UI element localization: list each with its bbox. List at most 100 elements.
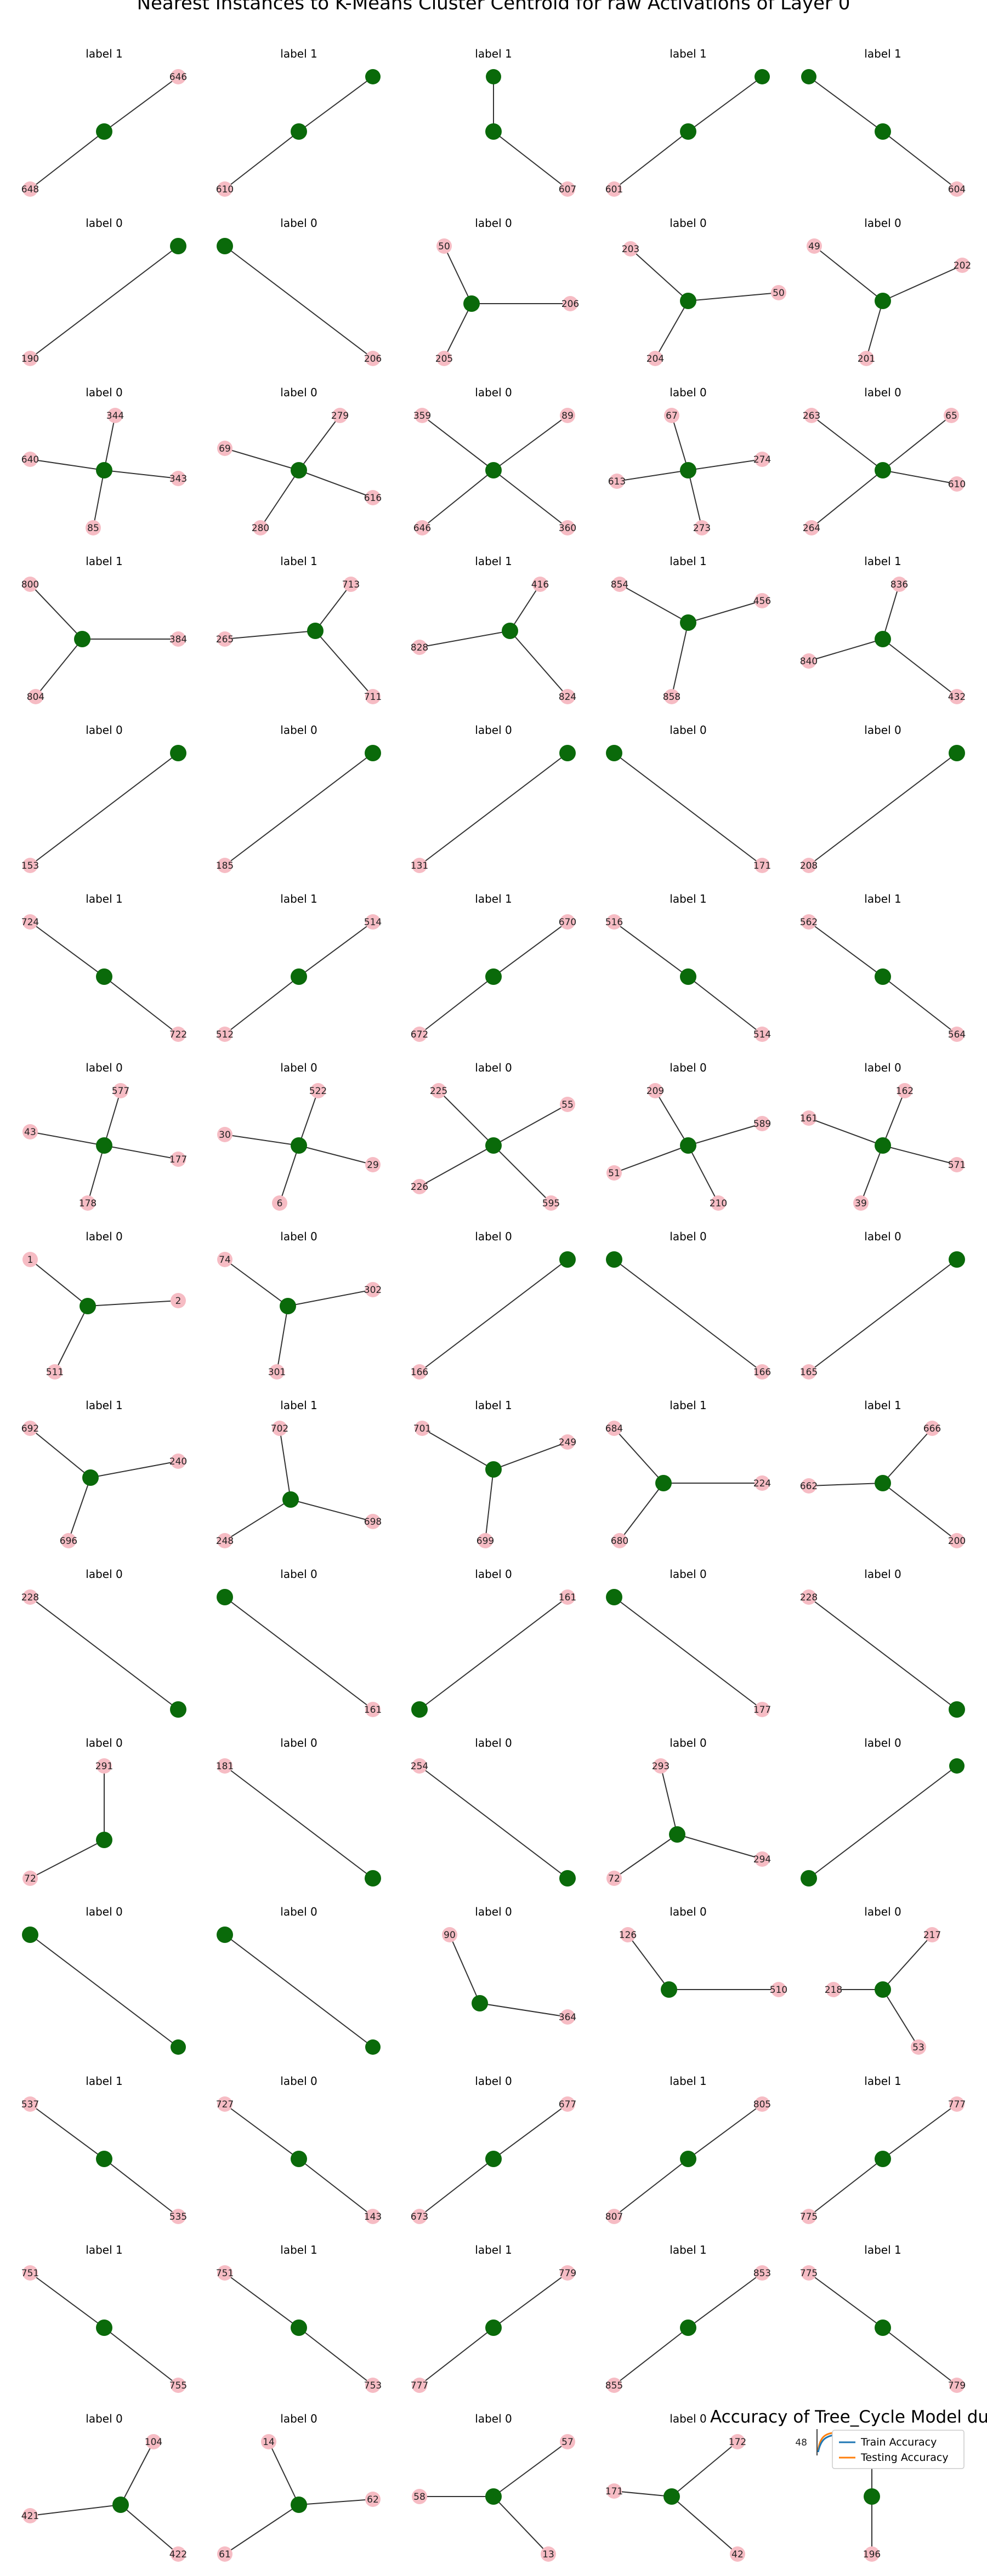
leaf-node — [560, 2096, 575, 2112]
panel-label: label 0 — [475, 216, 512, 230]
center-node — [170, 745, 186, 761]
node-label: 535 — [169, 2212, 187, 2222]
node-label: 177 — [753, 1705, 771, 1716]
node-label: 43 — [24, 1127, 36, 1138]
panel-label: label 1 — [280, 2243, 317, 2256]
leaf-node — [365, 1282, 381, 1297]
panel-label: label 1 — [86, 555, 122, 568]
node-label: 422 — [169, 2549, 187, 2560]
center-node — [96, 1137, 112, 1154]
node-label: 775 — [800, 2212, 818, 2222]
panel-label: label 1 — [86, 2075, 122, 2088]
leaf-node — [560, 1434, 575, 1450]
leaf-node — [949, 1157, 965, 1172]
leaf-node — [22, 2096, 38, 2112]
node-label: 153 — [21, 860, 39, 871]
node-label: 74 — [219, 1255, 231, 1266]
leaf-node — [365, 2492, 381, 2507]
graph-edge — [68, 1477, 91, 1541]
panel-label: label 0 — [864, 1230, 901, 1243]
leaf-node — [478, 1533, 493, 1548]
legend-label: Train Accuracy — [860, 2436, 937, 2448]
panel-label: label 0 — [670, 1230, 706, 1243]
graph-edge — [224, 1499, 291, 1541]
graph-edge — [688, 76, 763, 132]
graph-edge — [268, 2441, 299, 2505]
leaf-node — [412, 2489, 427, 2504]
graph-edge — [419, 630, 510, 648]
panel-label: label 0 — [475, 723, 512, 737]
center-node — [291, 1137, 307, 1154]
leaf-node — [412, 640, 427, 655]
node-label: 50 — [438, 241, 450, 252]
leaf-node — [911, 2039, 926, 2055]
leaf-node — [560, 520, 575, 535]
node-label: 228 — [21, 1592, 39, 1603]
node-label: 166 — [411, 1367, 428, 1378]
graph-edge — [882, 1989, 919, 2048]
leaf-node — [771, 1982, 786, 1997]
graph-edge — [616, 470, 689, 482]
node-label: 39 — [855, 1198, 867, 1209]
center-node — [606, 1589, 622, 1605]
node-label: 364 — [559, 2012, 576, 2023]
graph-edge — [120, 2441, 154, 2505]
leaf-node — [217, 1533, 232, 1548]
graph-edge — [224, 2272, 299, 2328]
node-label: 751 — [21, 2268, 39, 2279]
graph-edge — [87, 1145, 105, 1204]
center-node — [170, 238, 186, 254]
graph-edge — [493, 470, 568, 528]
panel-label: label 0 — [475, 386, 512, 399]
node-label: 274 — [753, 454, 771, 465]
center-node — [411, 1701, 428, 1718]
graph-edge — [619, 584, 689, 623]
leaf-node — [801, 858, 816, 873]
graph-edge — [882, 584, 900, 640]
graph-edge — [30, 1839, 105, 1879]
node-label: 607 — [559, 184, 576, 195]
leaf-node — [97, 1758, 112, 1774]
graph-edge — [808, 921, 883, 977]
leaf-node — [217, 181, 232, 197]
graph-edge — [104, 415, 116, 471]
graph-edge — [224, 1134, 299, 1146]
node-label: 178 — [79, 1198, 97, 1209]
node-label: 248 — [216, 1536, 234, 1547]
panel-label: label 0 — [86, 2412, 122, 2425]
leaf-node — [217, 1127, 232, 1142]
node-label: 51 — [608, 1168, 620, 1179]
panel-label: label 1 — [864, 892, 901, 905]
graph-edge — [444, 246, 472, 304]
graph-edge — [30, 131, 105, 190]
leaf-node — [949, 181, 965, 197]
leaf-node — [560, 2009, 575, 2025]
graph-edge — [614, 1145, 689, 1173]
node-label: 677 — [559, 2099, 576, 2110]
leaf-node — [606, 2378, 622, 2393]
leaf-node — [22, 577, 38, 592]
leaf-node — [606, 914, 622, 930]
graph-edge — [688, 470, 702, 528]
center-node — [22, 1927, 38, 1943]
node-label: 210 — [710, 1198, 727, 1209]
graph-edge — [290, 1499, 373, 1522]
node-label: 610 — [216, 184, 234, 195]
center-node — [875, 1137, 891, 1154]
leaf-node — [365, 1702, 381, 1717]
leaf-node — [730, 2546, 745, 2562]
graph-edge — [882, 1145, 957, 1165]
panel-label: label 1 — [86, 1399, 122, 1412]
center-node — [864, 2488, 880, 2505]
graph-edge — [688, 1145, 719, 1204]
